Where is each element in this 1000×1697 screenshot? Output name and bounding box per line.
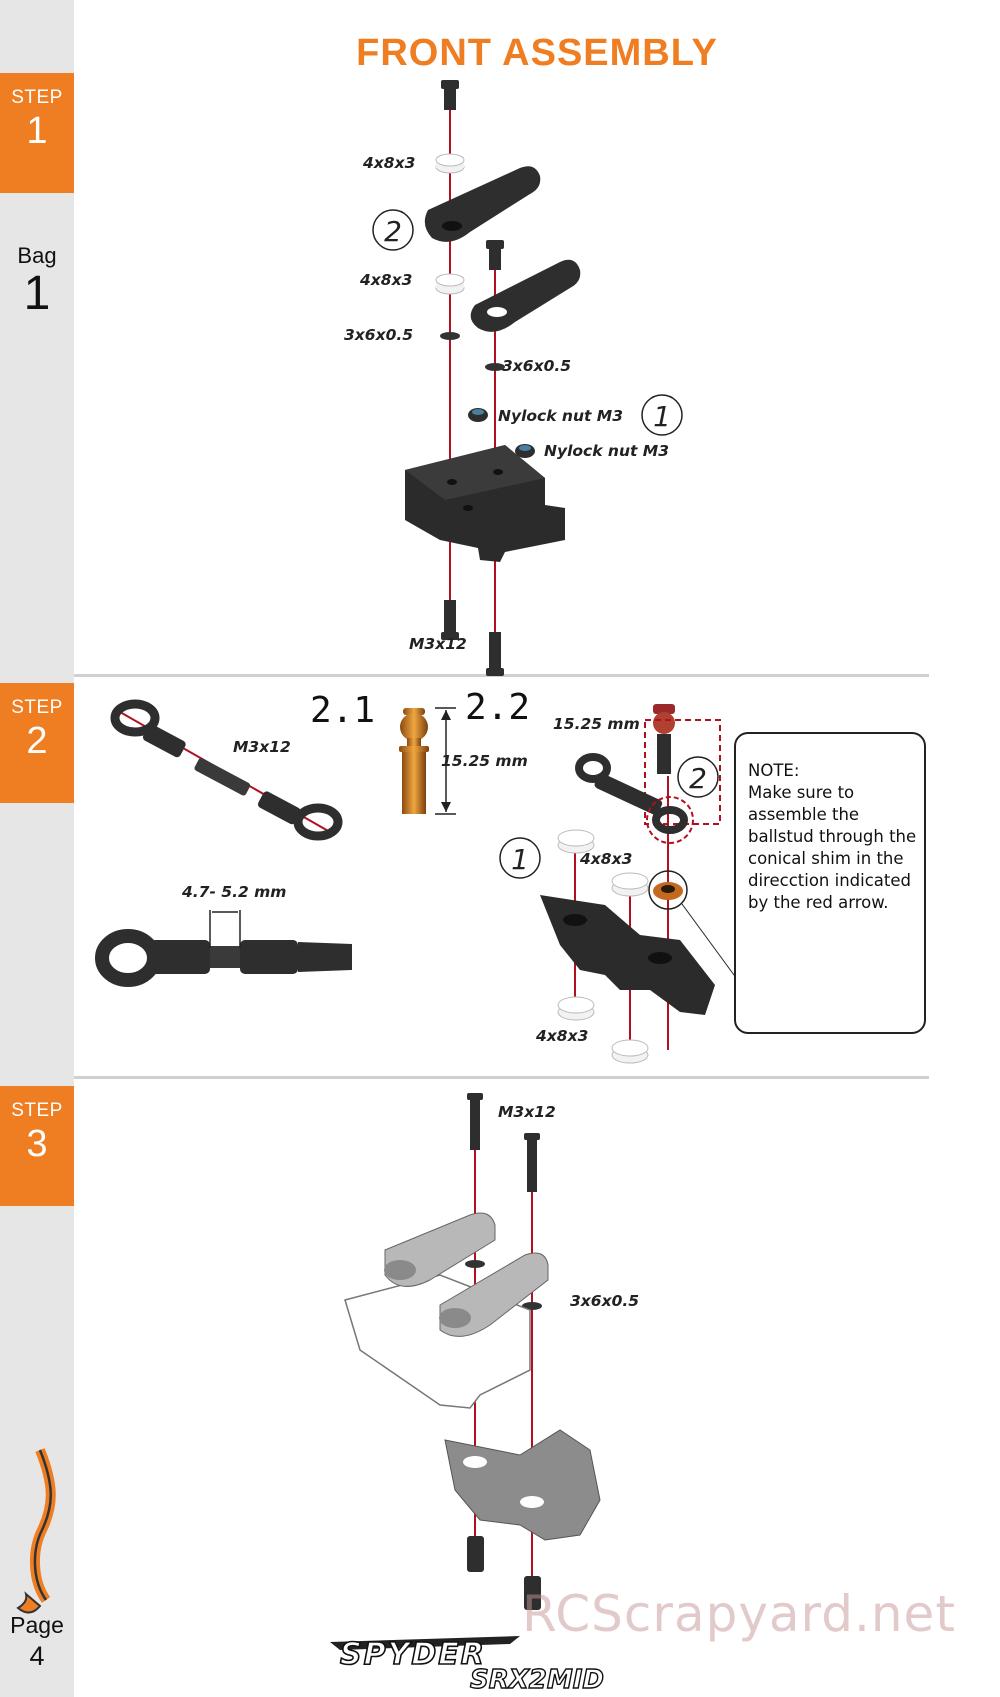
shim-label: 3x6x0.5 <box>502 357 572 375</box>
step-1-diagram <box>405 80 581 676</box>
step-number: 3 <box>26 1123 48 1165</box>
sidebar <box>0 0 74 1697</box>
watermark: RCScrapyard.net <box>522 1585 956 1643</box>
spacer-label: 4x8x3 <box>580 850 633 868</box>
serpent-logo <box>16 1448 56 1614</box>
spacer-label: 4x8x3 <box>363 154 416 172</box>
spacer-label: 4x8x3 <box>536 1027 589 1045</box>
step-label: STEP <box>11 697 63 718</box>
page-number: 4 <box>29 1641 45 1671</box>
step-label: STEP <box>11 1100 63 1121</box>
step-label: STEP <box>11 87 63 108</box>
page-indicator: Page 4 <box>0 1612 74 1672</box>
shim-label: 3x6x0.5 <box>344 326 414 344</box>
bag-number: 1 <box>23 267 51 320</box>
substep-label: 2.2 <box>465 687 531 728</box>
dimension-label: 15.25 mm <box>441 752 528 770</box>
svg-text:SPYDER: SPYDER <box>340 1637 486 1672</box>
bag-indicator: Bag 1 <box>0 243 74 319</box>
spacer-label: 4x8x3 <box>360 271 413 289</box>
svg-text:SRX2MID: SRX2MID <box>470 1665 604 1692</box>
dimension-label: 15.25 mm <box>553 715 640 733</box>
note-box: NOTE: Make sure to assemble the ballstud… <box>734 732 926 1034</box>
screw-label: M3x12 <box>498 1103 556 1121</box>
step-3-diagram <box>344 1093 601 1610</box>
step-number: 1 <box>26 110 48 152</box>
step-2-tab: STEP 2 <box>0 683 74 803</box>
spyder-logo: SPYDER SRX2MID <box>330 1636 605 1692</box>
step-number: 2 <box>26 720 48 762</box>
page-label: Page <box>10 1612 64 1638</box>
shim-label: 3x6x0.5 <box>570 1292 640 1310</box>
step-3-tab: STEP 3 <box>0 1086 74 1206</box>
substep-label: 2.1 <box>310 690 376 731</box>
section-divider <box>74 1076 929 1079</box>
page-title: FRONT ASSEMBLY <box>356 32 718 74</box>
note-text: NOTE: Make sure to assemble the ballstud… <box>748 761 917 912</box>
bag-label: Bag <box>17 243 57 268</box>
nut-label: Nylock nut M3 <box>498 407 624 425</box>
dimension-label: 4.7- 5.2 mm <box>182 883 287 901</box>
nut-label: Nylock nut M3 <box>544 442 670 460</box>
screw-label: M3x12 <box>409 635 467 653</box>
step-1-tab: STEP 1 <box>0 73 74 193</box>
screw-label: M3x12 <box>233 738 291 756</box>
